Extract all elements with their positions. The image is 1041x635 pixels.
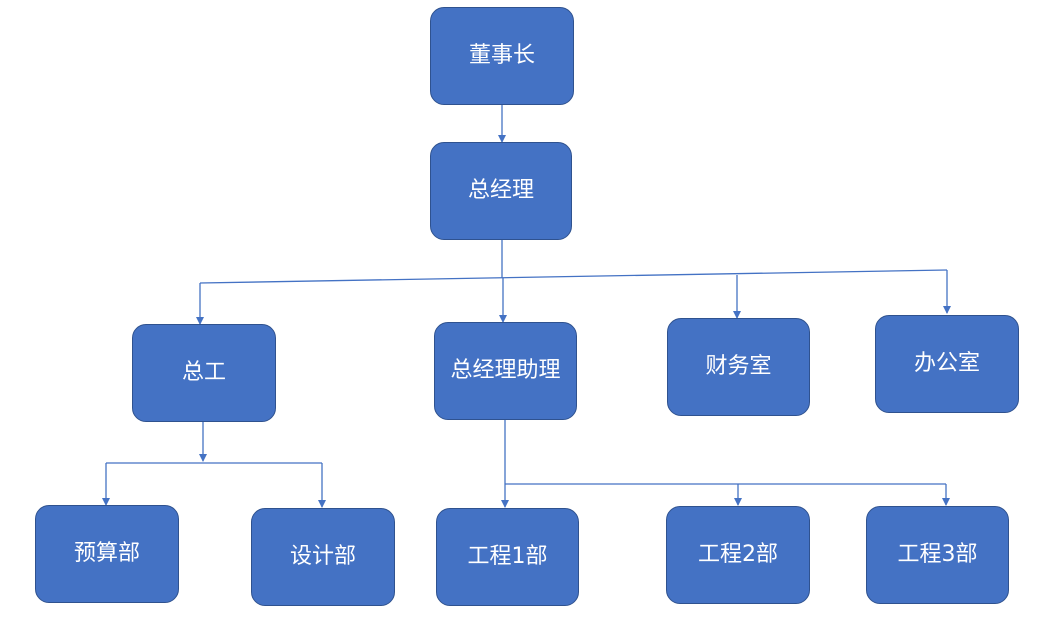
node-finance-office: 财务室 (667, 318, 810, 416)
node-admin-office: 办公室 (875, 315, 1019, 413)
connector-gm-bus (199, 269, 948, 284)
node-engineering-2: 工程2部 (666, 506, 810, 604)
node-chief-engineer: 总工 (132, 324, 276, 422)
node-engineering-3: 工程3部 (866, 506, 1009, 604)
node-chairman: 董事长 (430, 7, 574, 105)
node-design-dept: 设计部 (251, 508, 395, 606)
node-gm-assistant: 总经理助理 (434, 322, 577, 420)
node-engineering-1: 工程1部 (436, 508, 579, 606)
node-budget-dept: 预算部 (35, 505, 179, 603)
node-general-manager: 总经理 (430, 142, 572, 240)
